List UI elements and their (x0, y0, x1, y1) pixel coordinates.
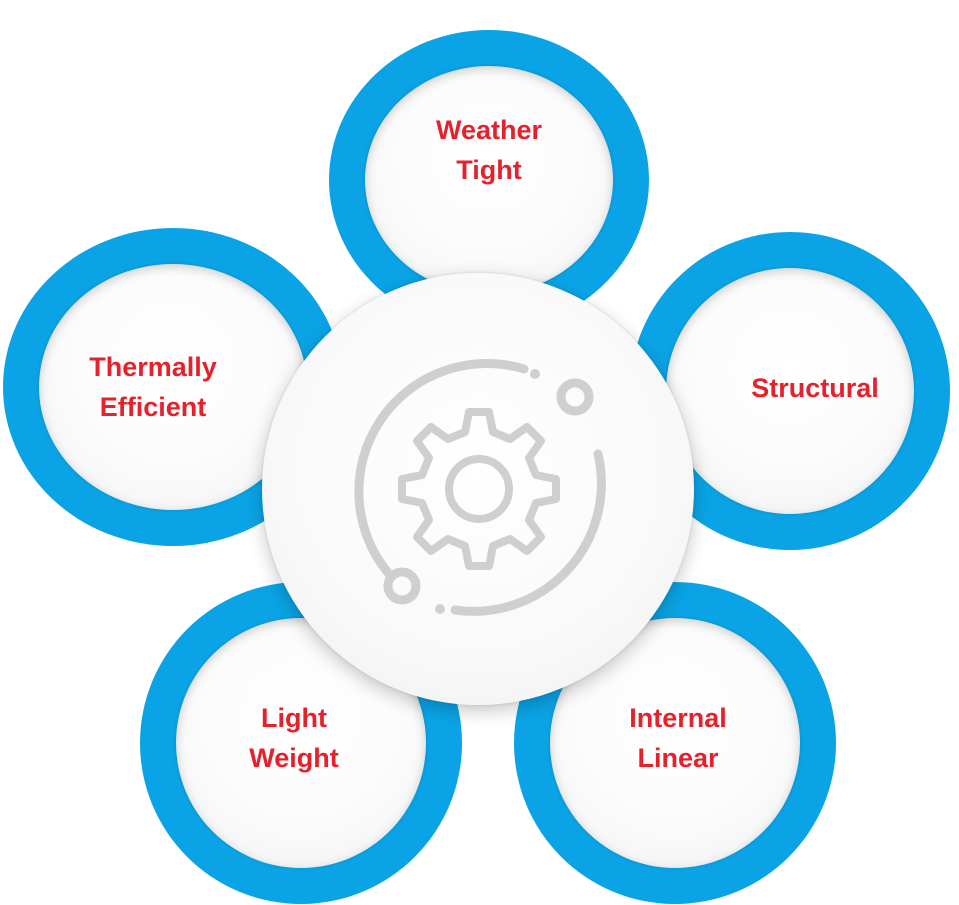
gear-hub-icon (445, 455, 513, 523)
node-thermally-efficient-label: Thermally Efficient (89, 352, 217, 422)
node-weather-tight-inner: Weather Tight (365, 66, 613, 294)
orbit-arc-bottom-icon (450, 449, 606, 616)
center-hub (262, 273, 694, 705)
gear-body-icon (398, 408, 560, 570)
orbit-knob-bottom-icon (383, 567, 421, 605)
node-light-weight: Light Weight (140, 582, 462, 904)
gear-icon (354, 358, 606, 616)
node-structural-inner: Structural (666, 268, 914, 514)
node-light-weight-label: Light Weight (249, 703, 339, 773)
node-weather-tight-label: Weather Tight (435, 115, 543, 185)
orbit-arc-top-icon (354, 358, 529, 579)
orbit-dot-bottom-icon (435, 604, 445, 614)
node-weather-tight: Weather Tight (329, 30, 649, 330)
node-internal-linear-label: Internal Linear (629, 703, 727, 773)
orbit-knob-top-icon (556, 378, 594, 416)
orbit-dot-top-icon (530, 369, 540, 379)
node-structural-label: Structural (751, 373, 879, 403)
